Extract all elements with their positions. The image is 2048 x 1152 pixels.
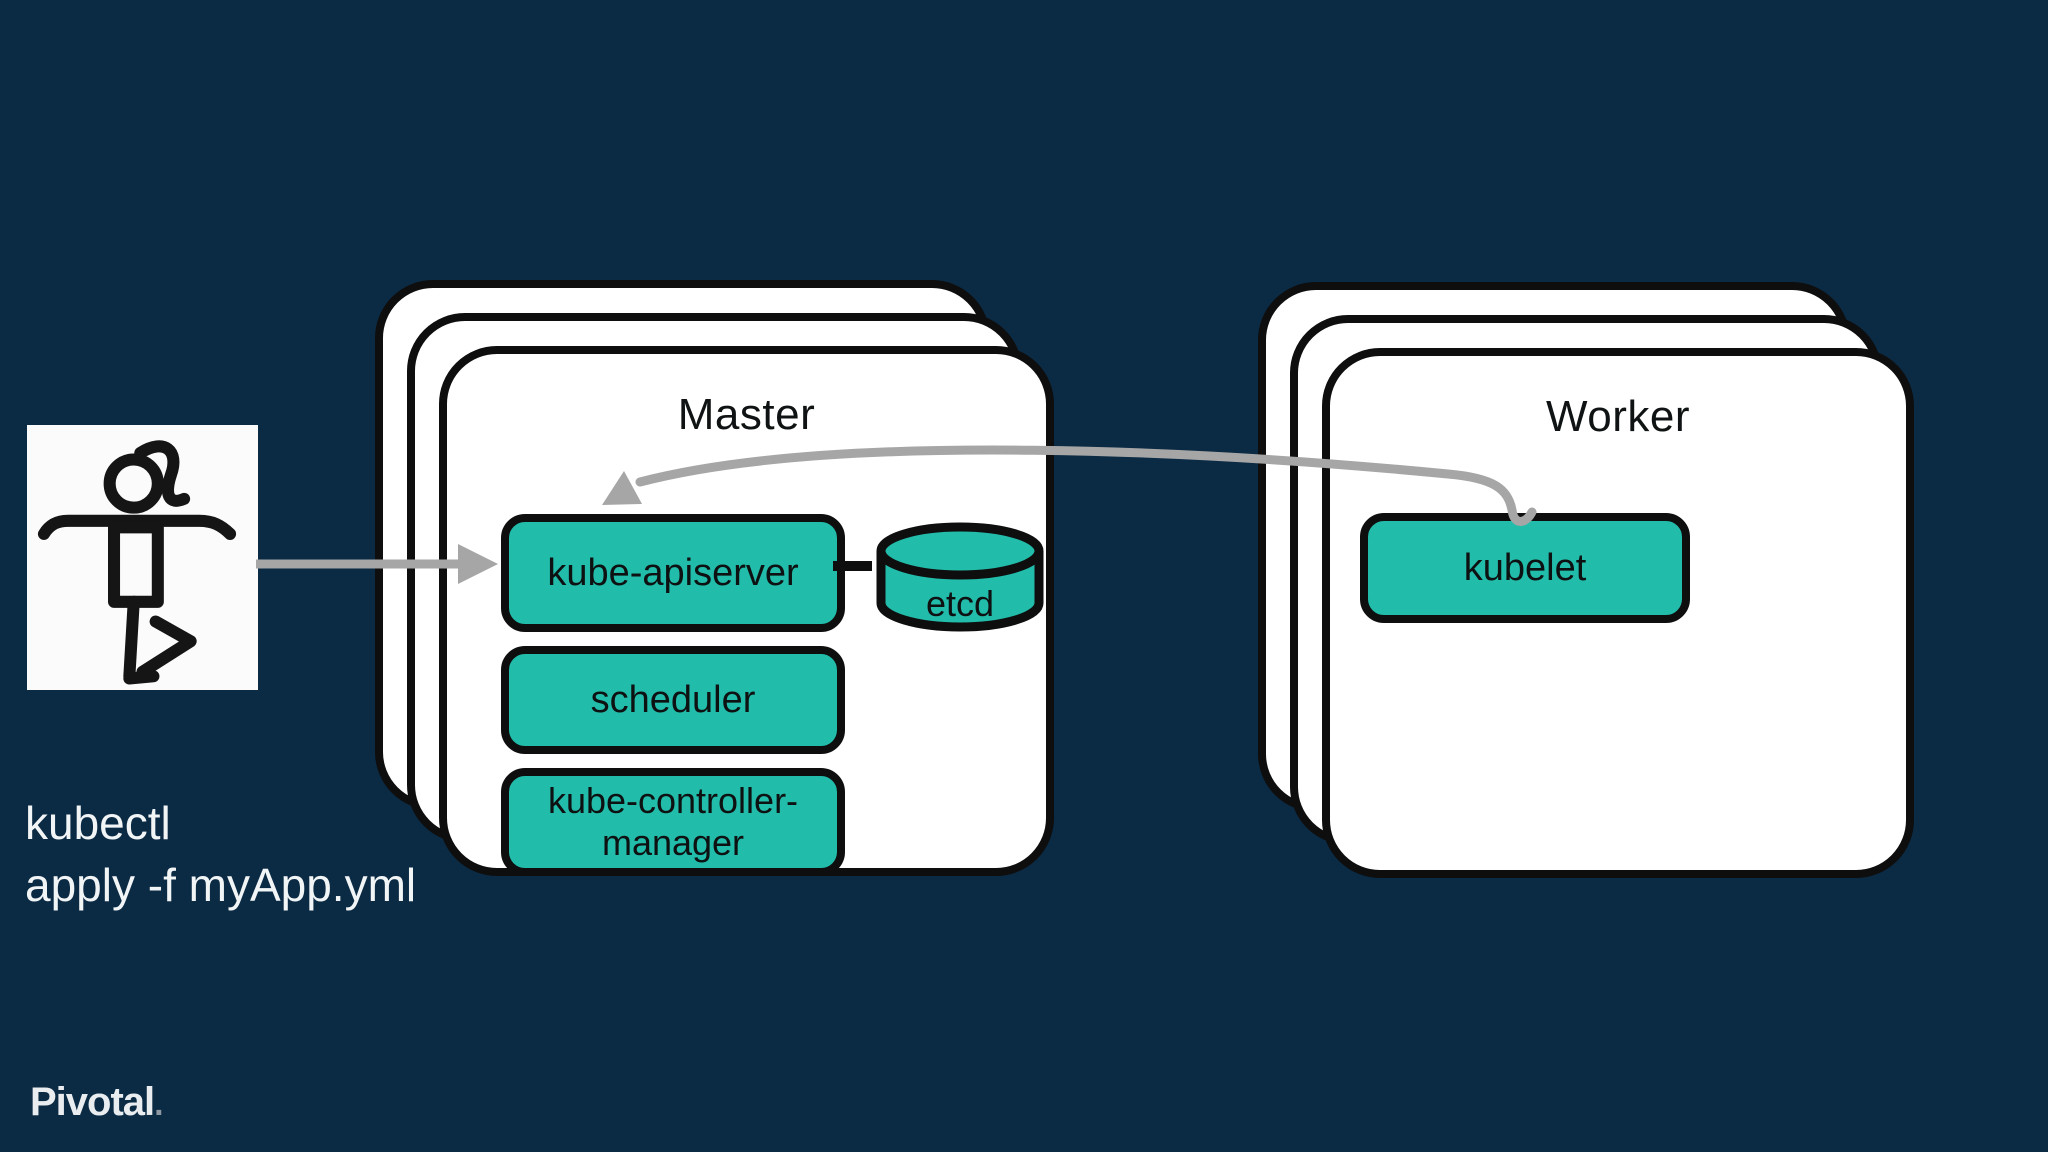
kcm-label-line-1: kube-controller- <box>547 780 799 821</box>
etcd-label: etcd <box>925 583 995 624</box>
database-cylinder-icon <box>876 522 1044 632</box>
master-title: Master <box>677 390 816 439</box>
command-line-2: apply -f myApp.yml <box>25 859 417 911</box>
pivotal-logo: Pivotal. <box>30 1080 164 1125</box>
kubelet-label: kubelet <box>1463 547 1587 589</box>
etcd-datastore: etcd <box>872 519 1048 635</box>
kcm-label-line-2: manager <box>601 822 745 863</box>
kube-controller-manager-box: kube-controller- manager <box>501 768 845 876</box>
kube-apiserver-label: kube-apiserver <box>547 552 799 594</box>
scheduler-box: scheduler <box>501 646 845 754</box>
pivotal-logo-dot: . <box>154 1085 164 1123</box>
scheduler-label: scheduler <box>590 679 756 721</box>
kubelet-box: kubelet <box>1360 513 1690 623</box>
person-icon <box>37 440 237 685</box>
pivotal-logo-text: Pivotal <box>30 1080 155 1124</box>
command-line-1: kubectl <box>25 797 171 849</box>
user-figure-box <box>27 425 258 690</box>
worker-card-front: Worker kubelet <box>1322 348 1914 878</box>
kube-apiserver-box: kube-apiserver <box>501 514 845 632</box>
kubectl-command: kubectl apply -f myApp.yml <box>25 792 416 916</box>
worker-title: Worker <box>1546 392 1690 441</box>
master-card-front: Master kube-apiserver scheduler kube-con… <box>439 346 1054 876</box>
